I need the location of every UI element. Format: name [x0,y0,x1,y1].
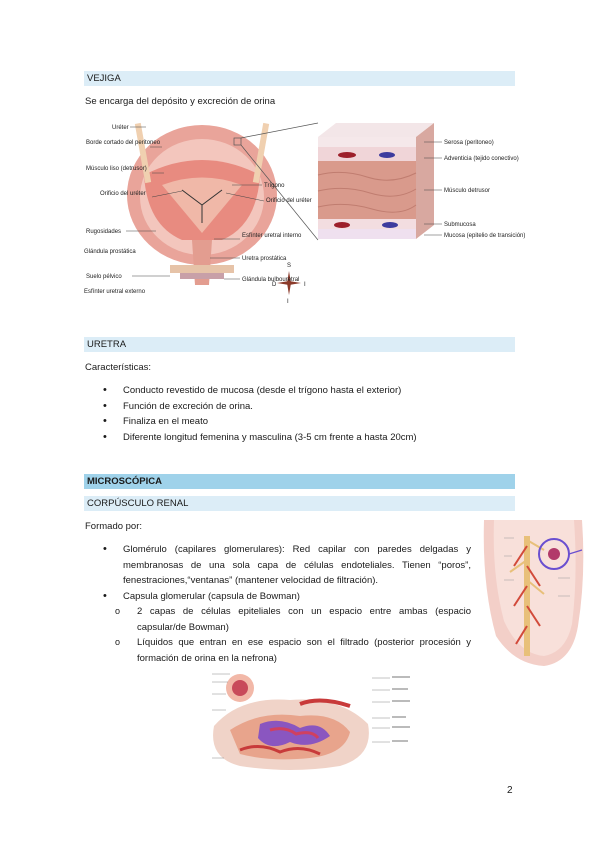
bladder-label-rugosidades: Rugosidades [86,229,121,235]
sublist-item: Líquidos que entran en ese espacio son e… [85,635,471,666]
bladder-label-suelo-pelvico: Suelo pélvico [86,274,122,280]
bladder-label-submucosa: Submucosa [444,222,476,228]
corpusculo-intro: Formado por: [85,521,143,532]
compass-i-bottom: I [287,299,289,305]
uretra-list: Conducto revestido de mucosa (desde el t… [85,383,525,445]
list-item: Capsula glomerular (capsula de Bowman) [85,589,471,605]
nephron-figure [483,520,584,666]
list-item: Conducto revestido de mucosa (desde el t… [85,383,525,399]
bladder-label-orificio-left: Orificio del uréter [100,191,146,197]
compass-d: D [272,282,277,288]
list-item: Finaliza en el meato [85,414,525,430]
bladder-label-mucosa: Mucosa (epitelio de transición) [444,233,525,239]
bladder-label-serosa: Serosa (peritoneo) [444,140,494,146]
bladder-label-ureter: Uréter [112,125,129,131]
page-number: 2 [507,785,513,796]
bladder-label-detrusor: Músculo detrusor [444,188,490,194]
bladder-label-adventicia: Adventicia (tejido conectivo) [444,156,519,162]
sublist-container: 2 capas de células epiteliales con un es… [85,604,471,666]
vejiga-intro: Se encarga del depósito y excreción de o… [85,96,276,107]
bladder-label-uretra-prostatica: Uretra prostática [242,256,287,262]
bladder-label-musculo: Músculo liso (detrusor) [86,166,147,172]
bladder-label-esfinter-externo: Esfínter uretral externo [84,289,146,295]
glomerulus-figure [212,673,410,770]
bladder-figure: Uréter Borde cortado del peritoneo Múscu… [84,122,525,305]
uretra-intro: Características: [85,362,151,373]
bladder-label-glandula-prostatica: Glándula prostática [84,249,136,255]
list-item: Glomérulo (capilares glomerulares): Red … [85,542,471,589]
sublist-item: 2 capas de células epiteliales con un es… [85,604,471,635]
bladder-label-esfinter-interno: Esfínter uretral interno [242,233,302,239]
section-header-microscopica: MICROSCÓPICA [84,474,515,489]
bladder-label-glandula-bulbouretral: Glándula bulbouretral [242,277,299,283]
corpusculo-list: Glomérulo (capilares glomerulares): Red … [85,542,471,666]
compass-s: S [287,263,291,269]
bladder-label-trigono: Trígono [264,183,285,189]
bladder-label-orificio-right: Orificio del uréter [266,198,312,204]
corpusculo-sublist: 2 capas de células epiteliales con un es… [85,604,471,666]
list-item: Función de excreción de orina. [85,399,525,415]
list-item: Diferente longitud femenina y masculina … [85,430,525,446]
compass-i-right: I [304,282,306,288]
bladder-label-borde: Borde cortado del peritoneo [86,140,161,146]
section-header-uretra: URETRA [84,337,515,352]
section-header-corpusculo: CORPÚSCULO RENAL [84,496,515,511]
section-header-vejiga: VEJIGA [84,71,515,86]
